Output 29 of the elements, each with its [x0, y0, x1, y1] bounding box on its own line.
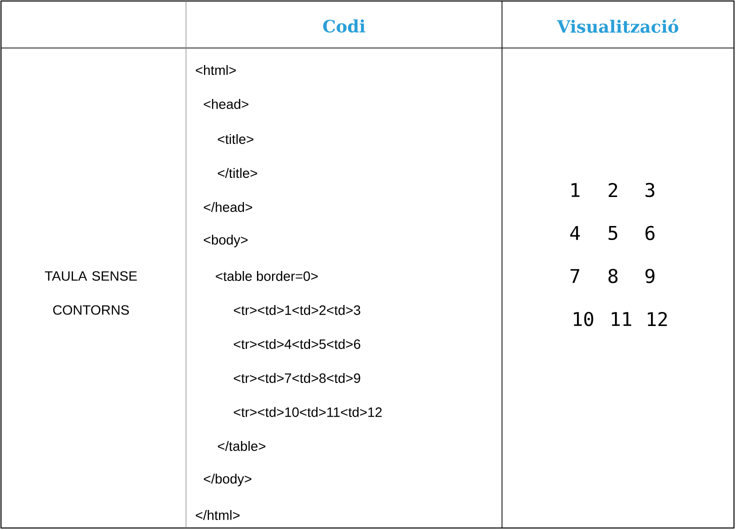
code-line: <body> — [204, 234, 248, 248]
table-cell: 11 — [612, 312, 632, 326]
code-line: <tr><td>7<td>8<td>9 — [234, 373, 360, 383]
code-line: </head> — [204, 202, 252, 212]
table-cell: 4 — [570, 226, 580, 240]
code-line: <tr><td>10<td>11<td>12 — [234, 407, 382, 417]
table-cell: 10 — [574, 312, 594, 326]
code-line: <head> — [204, 99, 248, 109]
table-cell: 6 — [646, 226, 654, 240]
code-line: </body> — [204, 474, 252, 486]
code-line: <html> — [196, 65, 236, 75]
table-cell: 12 — [648, 312, 667, 326]
column-header: Codi — [323, 19, 366, 33]
row-label: TAULA SENSE CONTORNS — [44, 271, 137, 315]
table-cell: 5 — [608, 226, 618, 240]
code-line: <table border=0> — [216, 271, 318, 281]
table-cell: 7 — [570, 269, 580, 283]
code-line: </table> — [218, 441, 266, 451]
code-line: </title> — [218, 168, 258, 178]
code-line: <title> — [218, 134, 254, 144]
code-line: <tr><td>4<td>5<td>6 — [234, 339, 360, 349]
table-cell: 3 — [646, 182, 654, 198]
code-line: </html> — [196, 510, 240, 520]
table-cell: 2 — [608, 182, 618, 198]
code-line: <tr><td>1<td>2<td>3 — [234, 305, 360, 315]
table-cell: 1 — [572, 183, 580, 197]
column-header: Visualització — [556, 19, 678, 33]
table-cell: 9 — [645, 268, 654, 284]
table-cell: 8 — [608, 268, 618, 284]
